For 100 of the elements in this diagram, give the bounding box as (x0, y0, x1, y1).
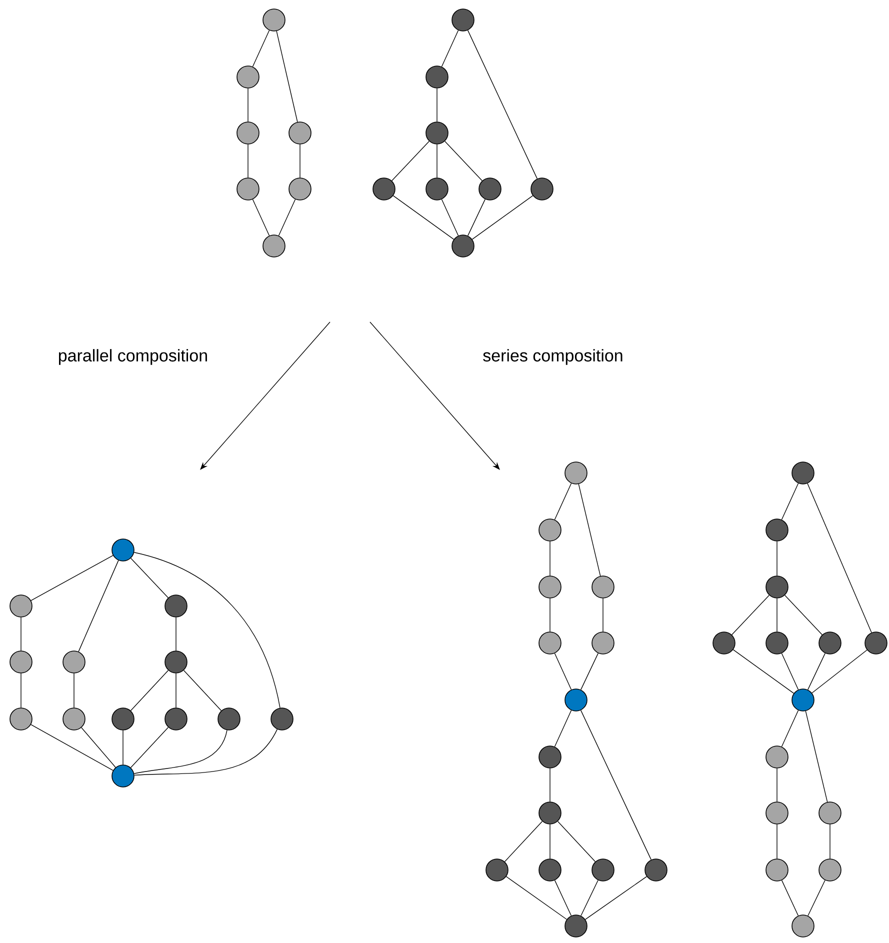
graph-vertex (766, 632, 788, 654)
graph-edge (781, 710, 799, 747)
graph-edge (807, 483, 872, 633)
graph-vertex (792, 688, 814, 712)
graph-vertex (864, 632, 888, 654)
graph-edge (276, 30, 298, 122)
graph-vertex (372, 178, 396, 200)
graph-edge (776, 541, 778, 576)
graph-vertex (426, 66, 448, 88)
graph-vertex (112, 708, 134, 730)
graph-vertex (766, 746, 788, 768)
graph-vertex (164, 594, 188, 618)
graph-edge (78, 560, 119, 652)
graph-vertex (538, 518, 562, 542)
graph-vertex (818, 632, 842, 654)
graph-vertex (426, 122, 448, 144)
graph-edge (468, 198, 486, 236)
graph-edge (130, 727, 169, 768)
graph-edge (183, 670, 222, 711)
graph-edge (472, 195, 534, 240)
graph-vertex (236, 178, 260, 200)
graph-vertex (592, 858, 614, 882)
graph-edge (467, 30, 538, 180)
graph-edge (252, 30, 270, 67)
graph-vertex (262, 8, 286, 32)
graph-vertex (10, 594, 32, 618)
graph-edge (504, 821, 543, 862)
graph-vertex (538, 576, 562, 598)
graph-edge (554, 880, 572, 916)
graph-vertex (218, 708, 240, 730)
graph-vertex (712, 632, 736, 654)
graph-edge (602, 598, 604, 632)
graph-vertex (112, 764, 134, 788)
graph-edge (781, 880, 799, 916)
graph-edge (776, 824, 778, 859)
graph-vertex (766, 576, 788, 598)
graph-vertex (236, 122, 260, 144)
graph-edge (20, 673, 22, 708)
graph-vertex (818, 858, 842, 882)
graph-edge (808, 880, 826, 916)
graph-vertex (766, 518, 788, 542)
graph-edge (580, 710, 652, 860)
graph-edge (252, 199, 270, 236)
graph-edge (30, 555, 114, 601)
graph-edge (812, 650, 868, 694)
graph-edge (436, 144, 438, 178)
graph-vertex (62, 708, 86, 730)
graph-edge (134, 728, 278, 776)
graph-vertex (270, 708, 294, 730)
graph-edge (554, 710, 572, 747)
graph-vertex (10, 650, 32, 674)
graph-vertex (538, 802, 562, 824)
graph-edge (580, 652, 598, 690)
graph-vertex (538, 858, 562, 882)
graph-edge (20, 617, 22, 651)
graph-edge (444, 140, 483, 182)
graph-vertex (288, 178, 312, 200)
graph-edge (554, 483, 572, 520)
graph-edge (805, 710, 828, 802)
graph-vertex (538, 632, 562, 654)
graph-edge (441, 30, 459, 67)
graph-vertex (818, 802, 842, 824)
graph-edge (808, 652, 826, 690)
graph-edge (776, 768, 778, 802)
graph-edge (81, 727, 116, 768)
graph-vertex (592, 632, 614, 654)
graph-vertex (62, 650, 86, 674)
graph-edge (134, 730, 228, 774)
graph-edge (130, 558, 169, 598)
graph-vertex (426, 178, 448, 200)
graph-edge (122, 730, 124, 765)
graph-edge (441, 199, 459, 236)
graph-vertex (564, 688, 588, 712)
graph-edge (578, 484, 601, 576)
graph-edge (731, 594, 770, 636)
graph-edge (580, 880, 598, 916)
graph-vertex (478, 178, 502, 200)
graph-vertex (236, 66, 260, 88)
graph-vertex (564, 914, 588, 938)
graph-edge (776, 598, 778, 632)
graph-vertex (766, 802, 788, 824)
graph-vertex (792, 462, 814, 484)
graph-vertex (164, 708, 188, 730)
graph-edge (554, 653, 572, 690)
graph-edge (130, 670, 169, 711)
graph-vertex (10, 708, 32, 730)
graph-vertex (766, 858, 788, 882)
graph-vertex (452, 234, 474, 258)
graph-vertex (564, 462, 588, 484)
graph-vertex (164, 650, 188, 674)
graph-vertex (452, 8, 474, 32)
graph-edge (436, 88, 438, 122)
graph-edge (732, 649, 794, 694)
graph-vertex (792, 914, 814, 938)
graph-edge (584, 876, 647, 920)
graph-edge (784, 594, 822, 636)
graph-edge (557, 821, 596, 862)
graph-edge (278, 199, 296, 236)
graph-vertex (538, 746, 562, 768)
graph-edge (392, 195, 454, 240)
